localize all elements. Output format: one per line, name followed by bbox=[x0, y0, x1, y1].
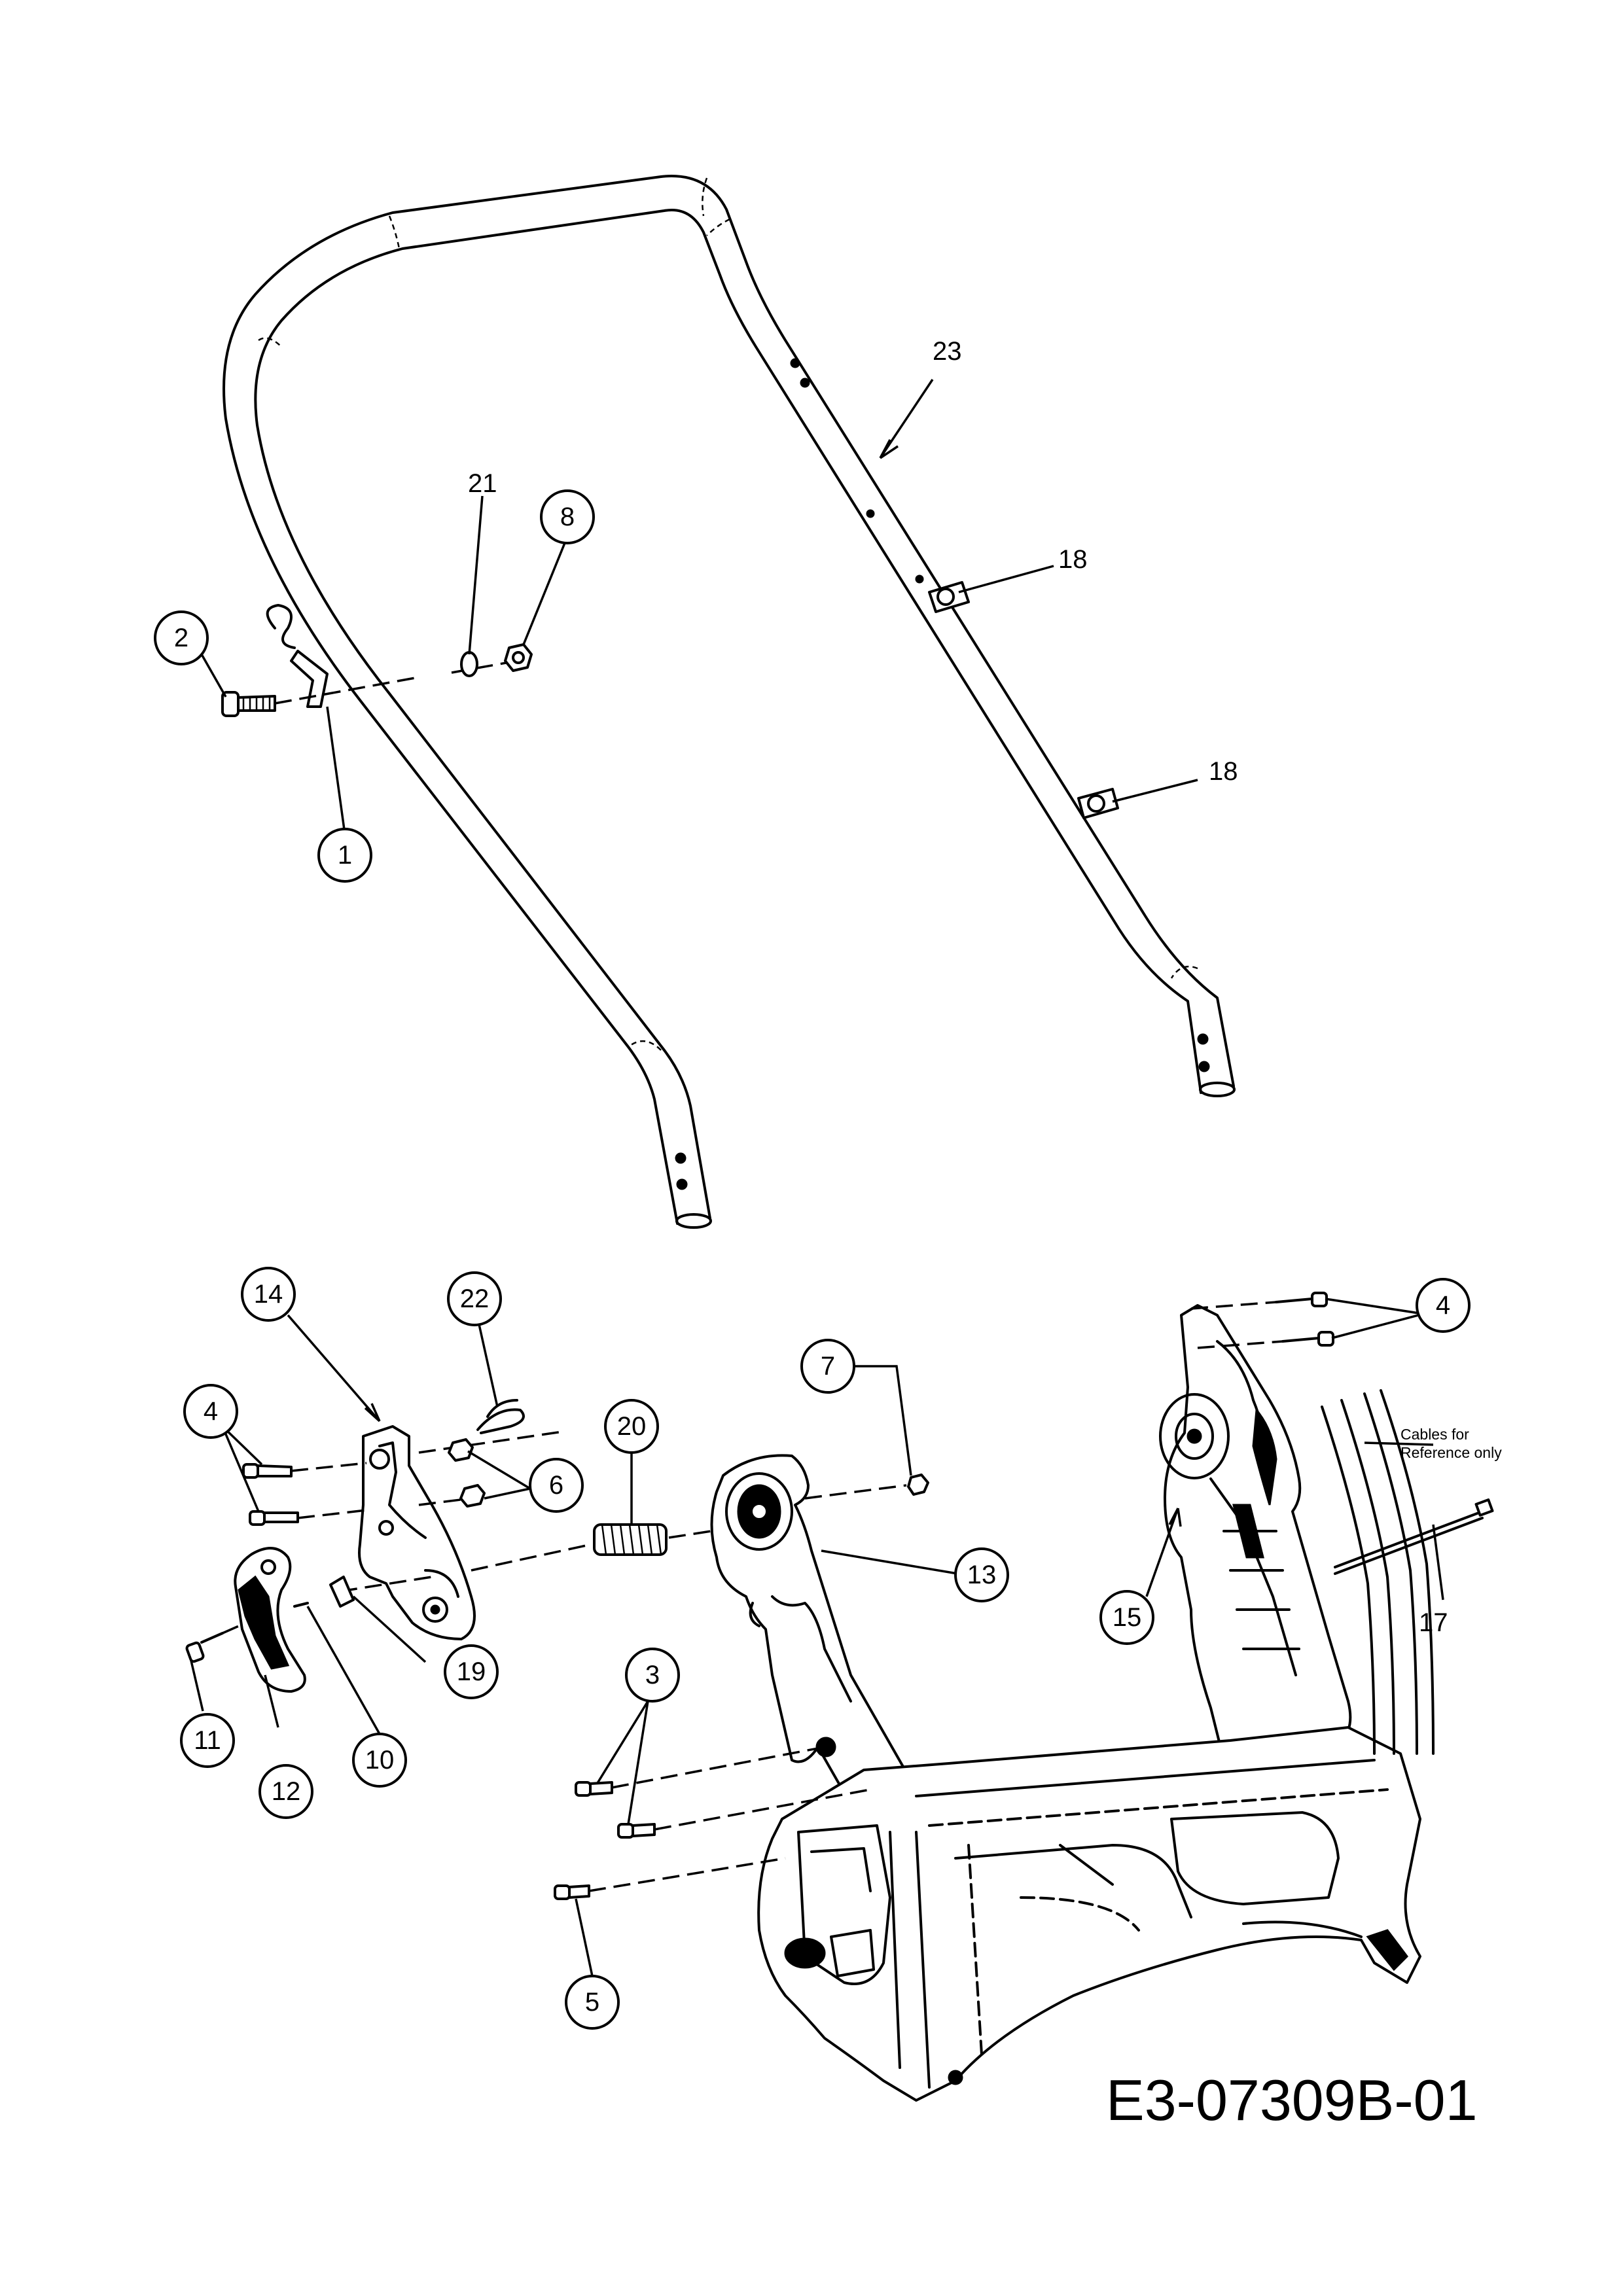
carriage-bolt bbox=[221, 691, 276, 717]
callout-22: 22 bbox=[447, 1271, 502, 1326]
lever-screw bbox=[185, 1632, 224, 1663]
callout-1: 1 bbox=[317, 828, 372, 883]
svg-text:8: 8 bbox=[560, 503, 575, 531]
pivot-pin bbox=[329, 1576, 355, 1608]
arm-nut bbox=[907, 1474, 929, 1496]
callout-6: 6 bbox=[529, 1458, 584, 1513]
arm-nut-axis bbox=[804, 1484, 907, 1500]
svg-text:14: 14 bbox=[254, 1280, 283, 1309]
svg-text:5: 5 bbox=[585, 1988, 599, 2017]
spring bbox=[593, 1523, 668, 1556]
callout-4-right: 4 bbox=[1416, 1278, 1471, 1333]
bracket-bolt-lower bbox=[249, 1510, 299, 1526]
screw-axis bbox=[222, 1625, 240, 1634]
svg-text:6: 6 bbox=[549, 1471, 563, 1500]
arm-bolt-upper bbox=[575, 1781, 613, 1797]
callout-4-left: 4 bbox=[183, 1384, 238, 1439]
reference-cables bbox=[1321, 1389, 1435, 1755]
callout-8: 8 bbox=[540, 489, 595, 544]
svg-text:11: 11 bbox=[194, 1726, 221, 1755]
pivot-bracket bbox=[358, 1425, 476, 1640]
callout-15: 15 bbox=[1099, 1590, 1154, 1645]
callout-11: 11 bbox=[180, 1713, 235, 1768]
retaining-clip bbox=[476, 1399, 525, 1434]
callout-19: 19 bbox=[444, 1644, 499, 1699]
leader-lines bbox=[190, 379, 1444, 1977]
svg-text:4: 4 bbox=[204, 1397, 218, 1426]
cable-guide bbox=[266, 604, 329, 708]
spring-axis bbox=[340, 1528, 721, 1593]
callout-14: 14 bbox=[241, 1267, 296, 1322]
svg-text:15: 15 bbox=[1113, 1603, 1142, 1632]
nut-upper bbox=[448, 1438, 474, 1462]
svg-text:7: 7 bbox=[821, 1352, 835, 1381]
deck-housing bbox=[757, 1726, 1421, 2102]
callout-18-lower: 18 bbox=[1209, 757, 1238, 786]
callout-20: 20 bbox=[604, 1399, 659, 1454]
bracket-bolt-upper bbox=[242, 1463, 293, 1479]
washer bbox=[460, 651, 478, 677]
right-handle-arm bbox=[1159, 1304, 1352, 1781]
callout-2: 2 bbox=[154, 610, 209, 665]
svg-text:1: 1 bbox=[338, 841, 352, 870]
svg-text:13: 13 bbox=[967, 1561, 997, 1589]
callout-17: 17 bbox=[1419, 1608, 1448, 1637]
cable-tie bbox=[1334, 1498, 1494, 1575]
cables-note-line-1: Cables for bbox=[1400, 1426, 1469, 1443]
svg-text:12: 12 bbox=[272, 1777, 301, 1806]
cables-note-line-2: Reference only bbox=[1400, 1444, 1502, 1461]
callout-21: 21 bbox=[468, 469, 497, 498]
right-arm-bolt-lower bbox=[1281, 1331, 1334, 1347]
svg-text:3: 3 bbox=[645, 1661, 660, 1689]
nut bbox=[504, 643, 533, 672]
cable-clip-lower bbox=[1077, 788, 1119, 819]
callout-7: 7 bbox=[800, 1339, 855, 1394]
callout-18-upper: 18 bbox=[1058, 545, 1088, 574]
drawing-code: E3-07309B-01 bbox=[1106, 2068, 1478, 2132]
callout-12: 12 bbox=[259, 1764, 313, 1819]
callout-3: 3 bbox=[625, 1648, 680, 1703]
nut-lower bbox=[459, 1484, 486, 1508]
callout-23: 23 bbox=[933, 337, 962, 366]
cable-clip-upper bbox=[928, 581, 970, 613]
deck-bolt bbox=[554, 1884, 590, 1900]
callout-5: 5 bbox=[565, 1975, 620, 2030]
svg-text:2: 2 bbox=[174, 624, 188, 652]
lever-pin bbox=[293, 1602, 309, 1608]
bracket-bolt-axis-upper bbox=[291, 1430, 563, 1472]
upper-handle-drawing bbox=[223, 175, 1236, 1229]
callout-10: 10 bbox=[352, 1733, 407, 1788]
svg-text:10: 10 bbox=[365, 1746, 395, 1775]
bracket-bolt-axis-lower bbox=[297, 1497, 472, 1519]
svg-text:20: 20 bbox=[617, 1412, 647, 1441]
arm-bolt-lower bbox=[617, 1823, 656, 1839]
svg-text:22: 22 bbox=[460, 1284, 490, 1313]
release-lever bbox=[234, 1547, 306, 1693]
svg-text:19: 19 bbox=[457, 1657, 486, 1686]
right-arm-bolt-upper bbox=[1275, 1292, 1328, 1307]
svg-text:4: 4 bbox=[1436, 1291, 1450, 1320]
callout-13: 13 bbox=[954, 1547, 1009, 1602]
